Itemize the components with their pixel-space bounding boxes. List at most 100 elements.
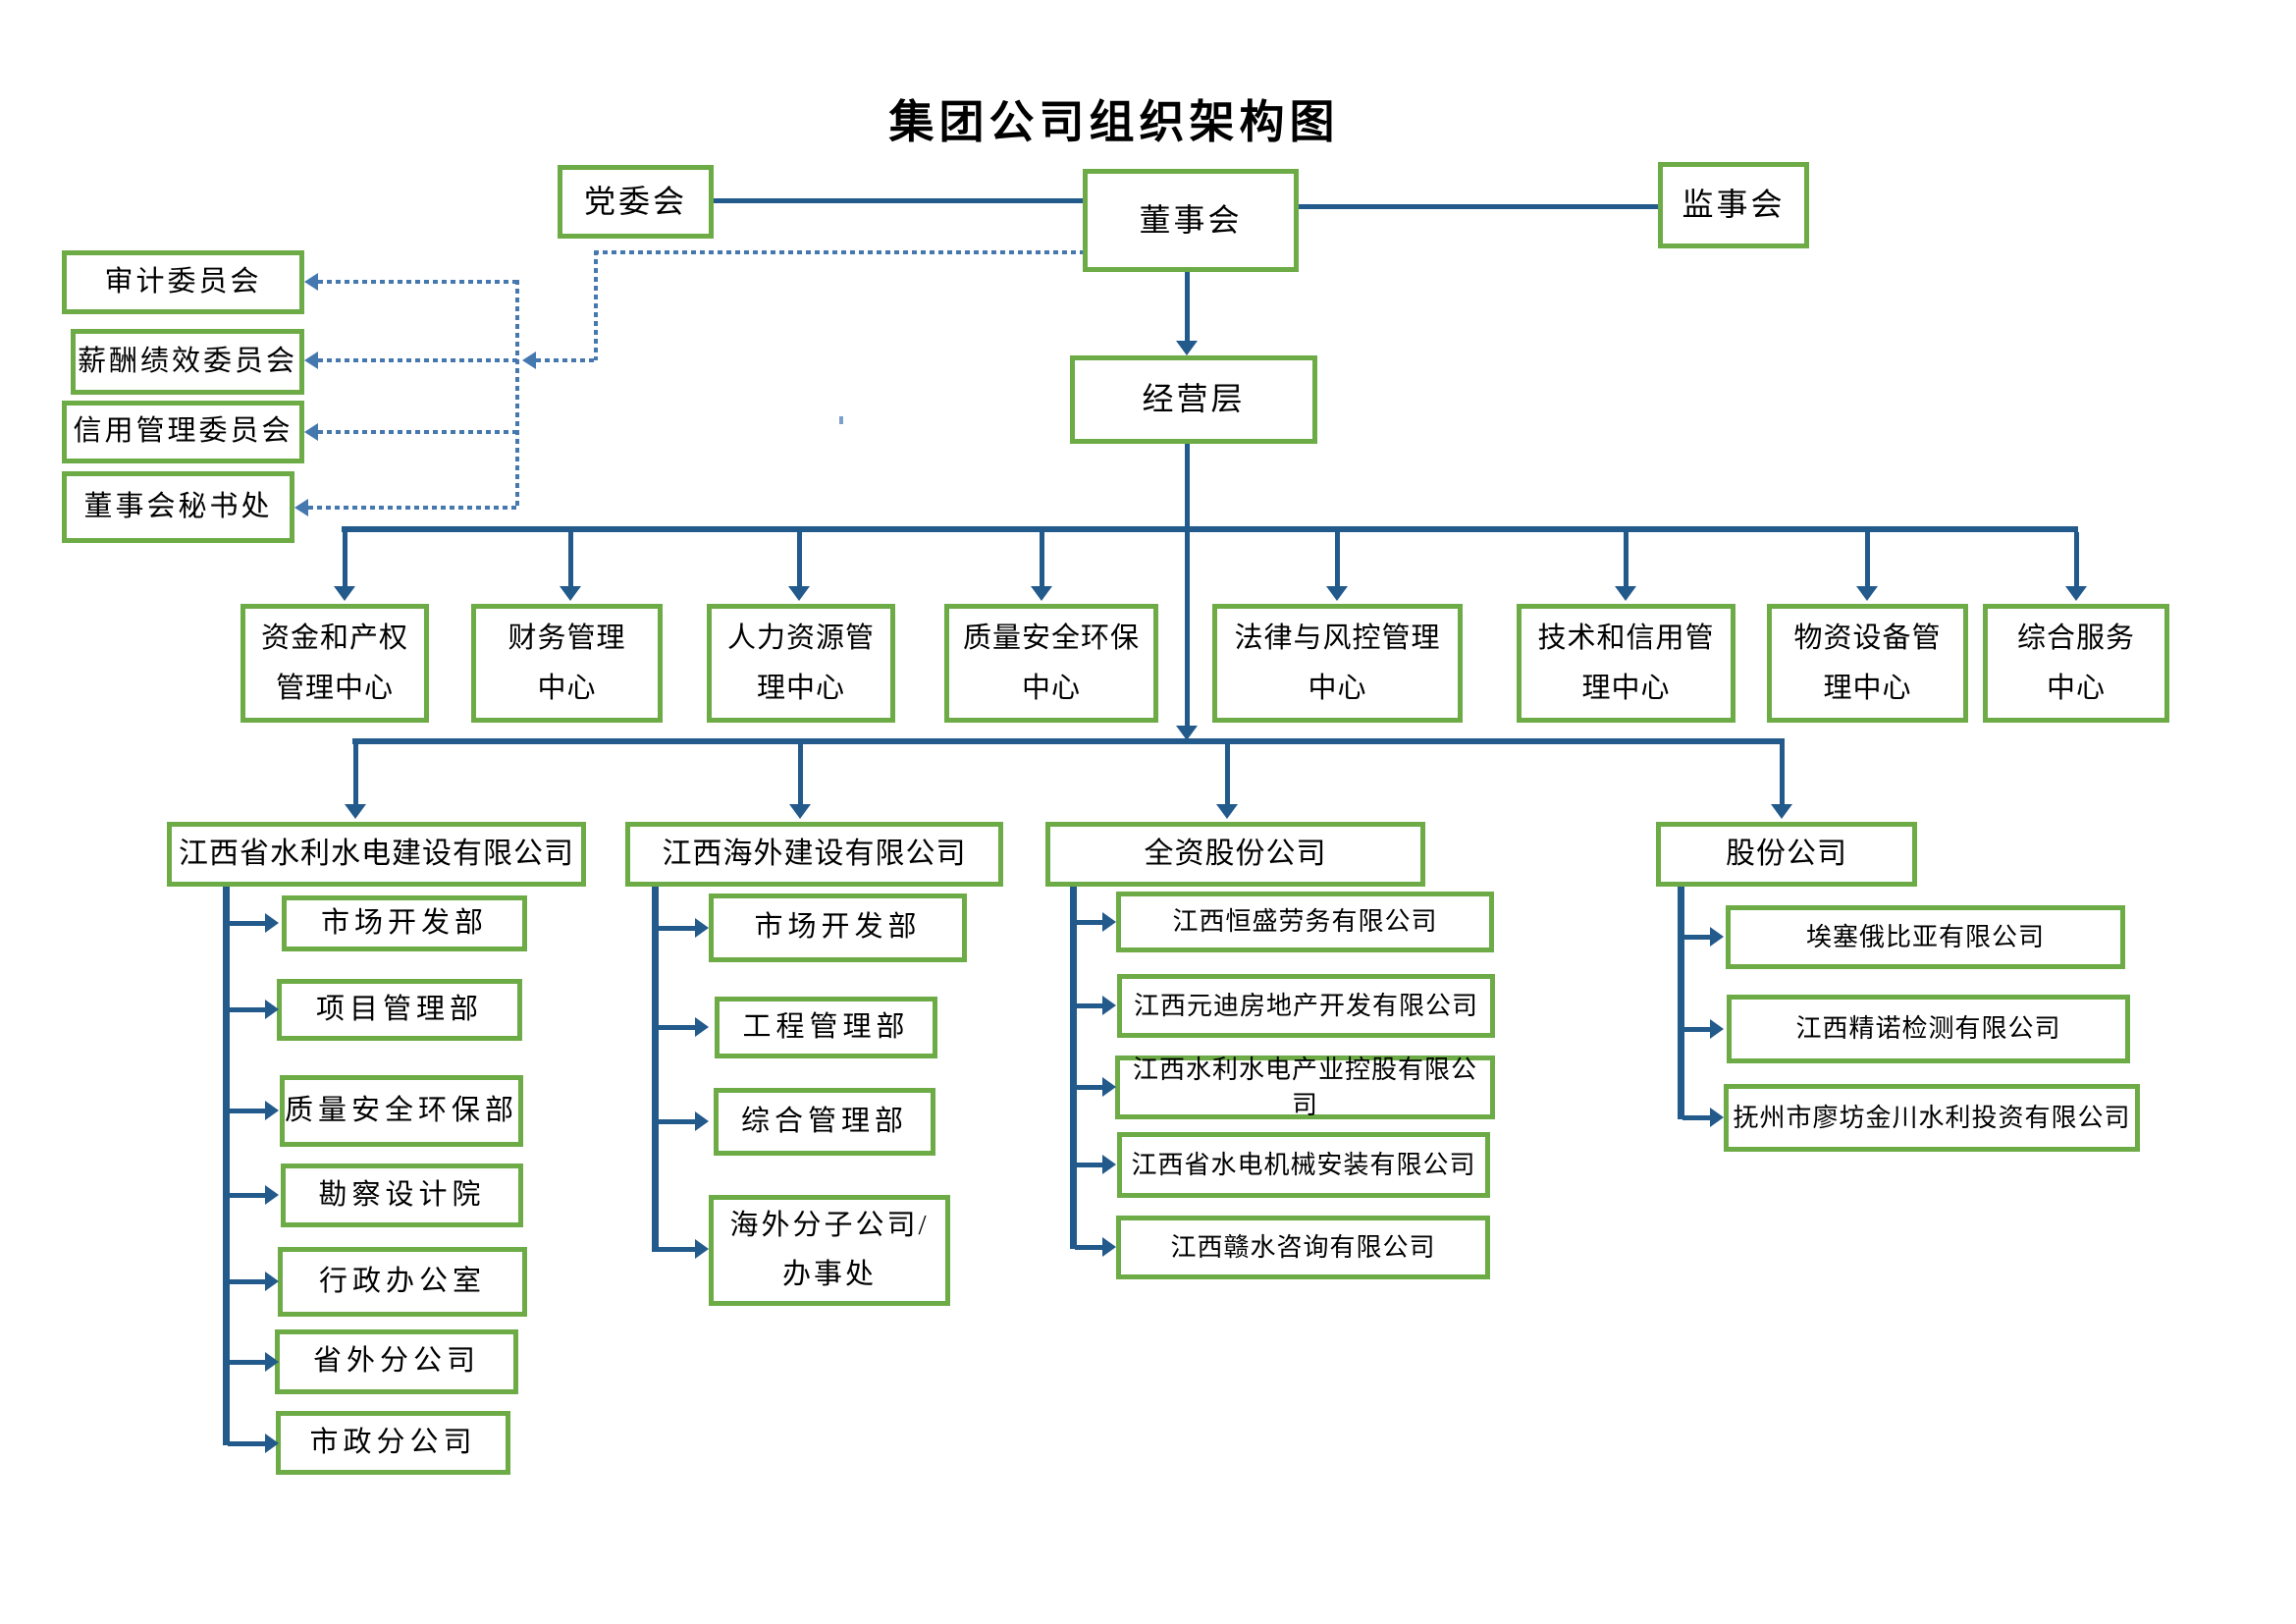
arrowhead-down-icon <box>560 586 581 601</box>
dotted-branch-secretariat <box>308 506 517 510</box>
arrowhead-right-icon <box>1102 1237 1116 1257</box>
arrowhead-down-icon <box>1216 804 1238 819</box>
node-s1-survey-design: 勘察设计院 <box>281 1164 523 1227</box>
node-s2-overseas-branches: 海外分子公司/ 办事处 <box>709 1195 950 1306</box>
dotted-board-join <box>536 358 595 362</box>
branch-s3-3 <box>1075 1085 1102 1090</box>
branch-s1-6 <box>228 1360 265 1365</box>
spine-subsidiary-2 <box>652 887 659 1252</box>
arrowhead-left-icon <box>304 273 318 291</box>
branch-s3-1 <box>1075 920 1102 925</box>
arrowhead-right-icon <box>265 1352 279 1372</box>
node-board-of-directors: 董事会 <box>1083 169 1299 272</box>
node-s2-engineering-mgmt: 工程管理部 <box>715 997 937 1058</box>
arrowhead-right-icon <box>695 1017 709 1037</box>
arrowhead-right-icon <box>1710 1019 1724 1039</box>
node-center-tech-credit: 技术和信用管 理中心 <box>1517 604 1735 723</box>
arrowhead-right-icon <box>1102 996 1116 1015</box>
connector-board-supervisory <box>1299 204 1658 209</box>
page-title: 集团公司组织架构图 <box>888 97 1340 147</box>
node-s2-market-dev: 市场开发部 <box>709 893 967 962</box>
dotted-branch-credit <box>318 430 517 434</box>
drop-subsidiary-1 <box>353 744 358 805</box>
branch-s4-2 <box>1682 1027 1710 1032</box>
node-supervisory-board: 监事会 <box>1658 162 1809 248</box>
arrowhead-down-icon <box>1856 586 1878 601</box>
dotted-board-horizontal <box>594 250 1083 254</box>
drop-center-3 <box>797 532 802 587</box>
arrowhead-down-icon <box>789 804 811 819</box>
arrowhead-left-icon <box>304 423 318 441</box>
arrowhead-down-icon <box>1615 586 1636 601</box>
connector-party-board <box>714 198 1083 203</box>
arrowhead-right-icon <box>265 1101 279 1120</box>
spine-subsidiary-3 <box>1070 887 1077 1249</box>
node-party-committee: 党委会 <box>558 165 714 239</box>
branch-s1-5 <box>228 1279 265 1284</box>
spine-subsidiary-1 <box>223 887 230 1445</box>
node-s1-market-dev: 市场开发部 <box>282 895 527 951</box>
node-s2-general-mgmt: 综合管理部 <box>714 1088 935 1156</box>
drop-center-2 <box>568 532 573 587</box>
rail-centers <box>342 526 2078 532</box>
arrowhead-right-icon <box>1102 1077 1116 1097</box>
arrowhead-right-icon <box>695 1111 709 1131</box>
branch-s3-5 <box>1075 1245 1102 1250</box>
branch-s1-2 <box>228 1007 265 1012</box>
branch-s2-4 <box>657 1247 695 1252</box>
drop-subsidiary-4 <box>1780 744 1785 805</box>
node-s3-industry-holding: 江西水利水电产业控股有限公司 <box>1115 1056 1495 1119</box>
drop-subsidiary-3 <box>1225 744 1230 805</box>
arrowhead-down-icon <box>1176 341 1198 355</box>
arrowhead-left-icon <box>304 352 318 369</box>
arrowhead-down-icon <box>334 586 355 601</box>
branch-s2-3 <box>657 1119 695 1124</box>
node-s1-quality-safety: 质量安全环保部 <box>280 1075 523 1147</box>
connector-management-rail1 <box>1185 444 1190 529</box>
stray-mark <box>839 416 843 424</box>
arrowhead-down-icon <box>1326 586 1348 601</box>
drop-subsidiary-2 <box>798 744 803 805</box>
spine-subsidiary-4 <box>1678 887 1684 1119</box>
branch-s4-1 <box>1682 935 1710 940</box>
node-subsidiary-jiangxi-overseas: 江西海外建设有限公司 <box>625 822 1003 887</box>
arrowhead-right-icon <box>1102 912 1116 932</box>
dotted-branch-compensation <box>318 358 517 362</box>
node-audit-committee: 审计委员会 <box>62 250 304 314</box>
node-subsidiary-wholly-owned: 全资股份公司 <box>1045 822 1425 887</box>
arrowhead-right-icon <box>265 913 279 933</box>
node-center-quality-safety: 质量安全环保 中心 <box>944 604 1158 723</box>
arrowhead-down-icon <box>1176 726 1198 740</box>
node-s3-machinery-installation: 江西省水电机械安装有限公司 <box>1117 1132 1490 1198</box>
branch-s1-1 <box>228 921 265 926</box>
node-s1-project-mgmt: 项目管理部 <box>277 979 522 1041</box>
branch-s1-7 <box>228 1441 265 1446</box>
arrowhead-down-icon <box>345 804 366 819</box>
node-subsidiary-jiangxi-water-conservancy: 江西省水利水电建设有限公司 <box>167 822 586 887</box>
node-center-finance: 财务管理 中心 <box>471 604 663 723</box>
branch-s3-2 <box>1075 1003 1102 1008</box>
arrowhead-right-icon <box>265 1185 279 1205</box>
arrowhead-right-icon <box>1710 927 1724 947</box>
node-s4-ethiopia-company: 埃塞俄比亚有限公司 <box>1726 905 2125 969</box>
node-center-hr: 人力资源管 理中心 <box>707 604 895 723</box>
node-s3-hengsheng-labor: 江西恒盛劳务有限公司 <box>1116 892 1494 952</box>
node-center-general-services: 综合服务 中心 <box>1983 604 2169 723</box>
arrowhead-down-icon <box>1771 804 1792 819</box>
branch-s3-4 <box>1075 1163 1102 1167</box>
branch-s4-3 <box>1682 1115 1710 1120</box>
dotted-committee-spine <box>515 280 519 510</box>
arrowhead-right-icon <box>265 1272 279 1291</box>
arrowhead-right-icon <box>695 918 709 938</box>
drop-center-4 <box>1040 532 1044 587</box>
node-management-level: 经营层 <box>1070 355 1317 444</box>
arrowhead-right-icon <box>265 1000 279 1019</box>
arrowhead-right-icon <box>695 1239 709 1259</box>
arrowhead-down-icon <box>1031 586 1052 601</box>
branch-s1-3 <box>228 1109 265 1113</box>
rail-subsidiaries <box>352 738 1785 744</box>
node-s1-outer-province-branch: 省外分公司 <box>275 1329 518 1394</box>
node-credit-management-committee: 信用管理委员会 <box>62 401 304 463</box>
arrowhead-down-icon <box>2065 586 2087 601</box>
